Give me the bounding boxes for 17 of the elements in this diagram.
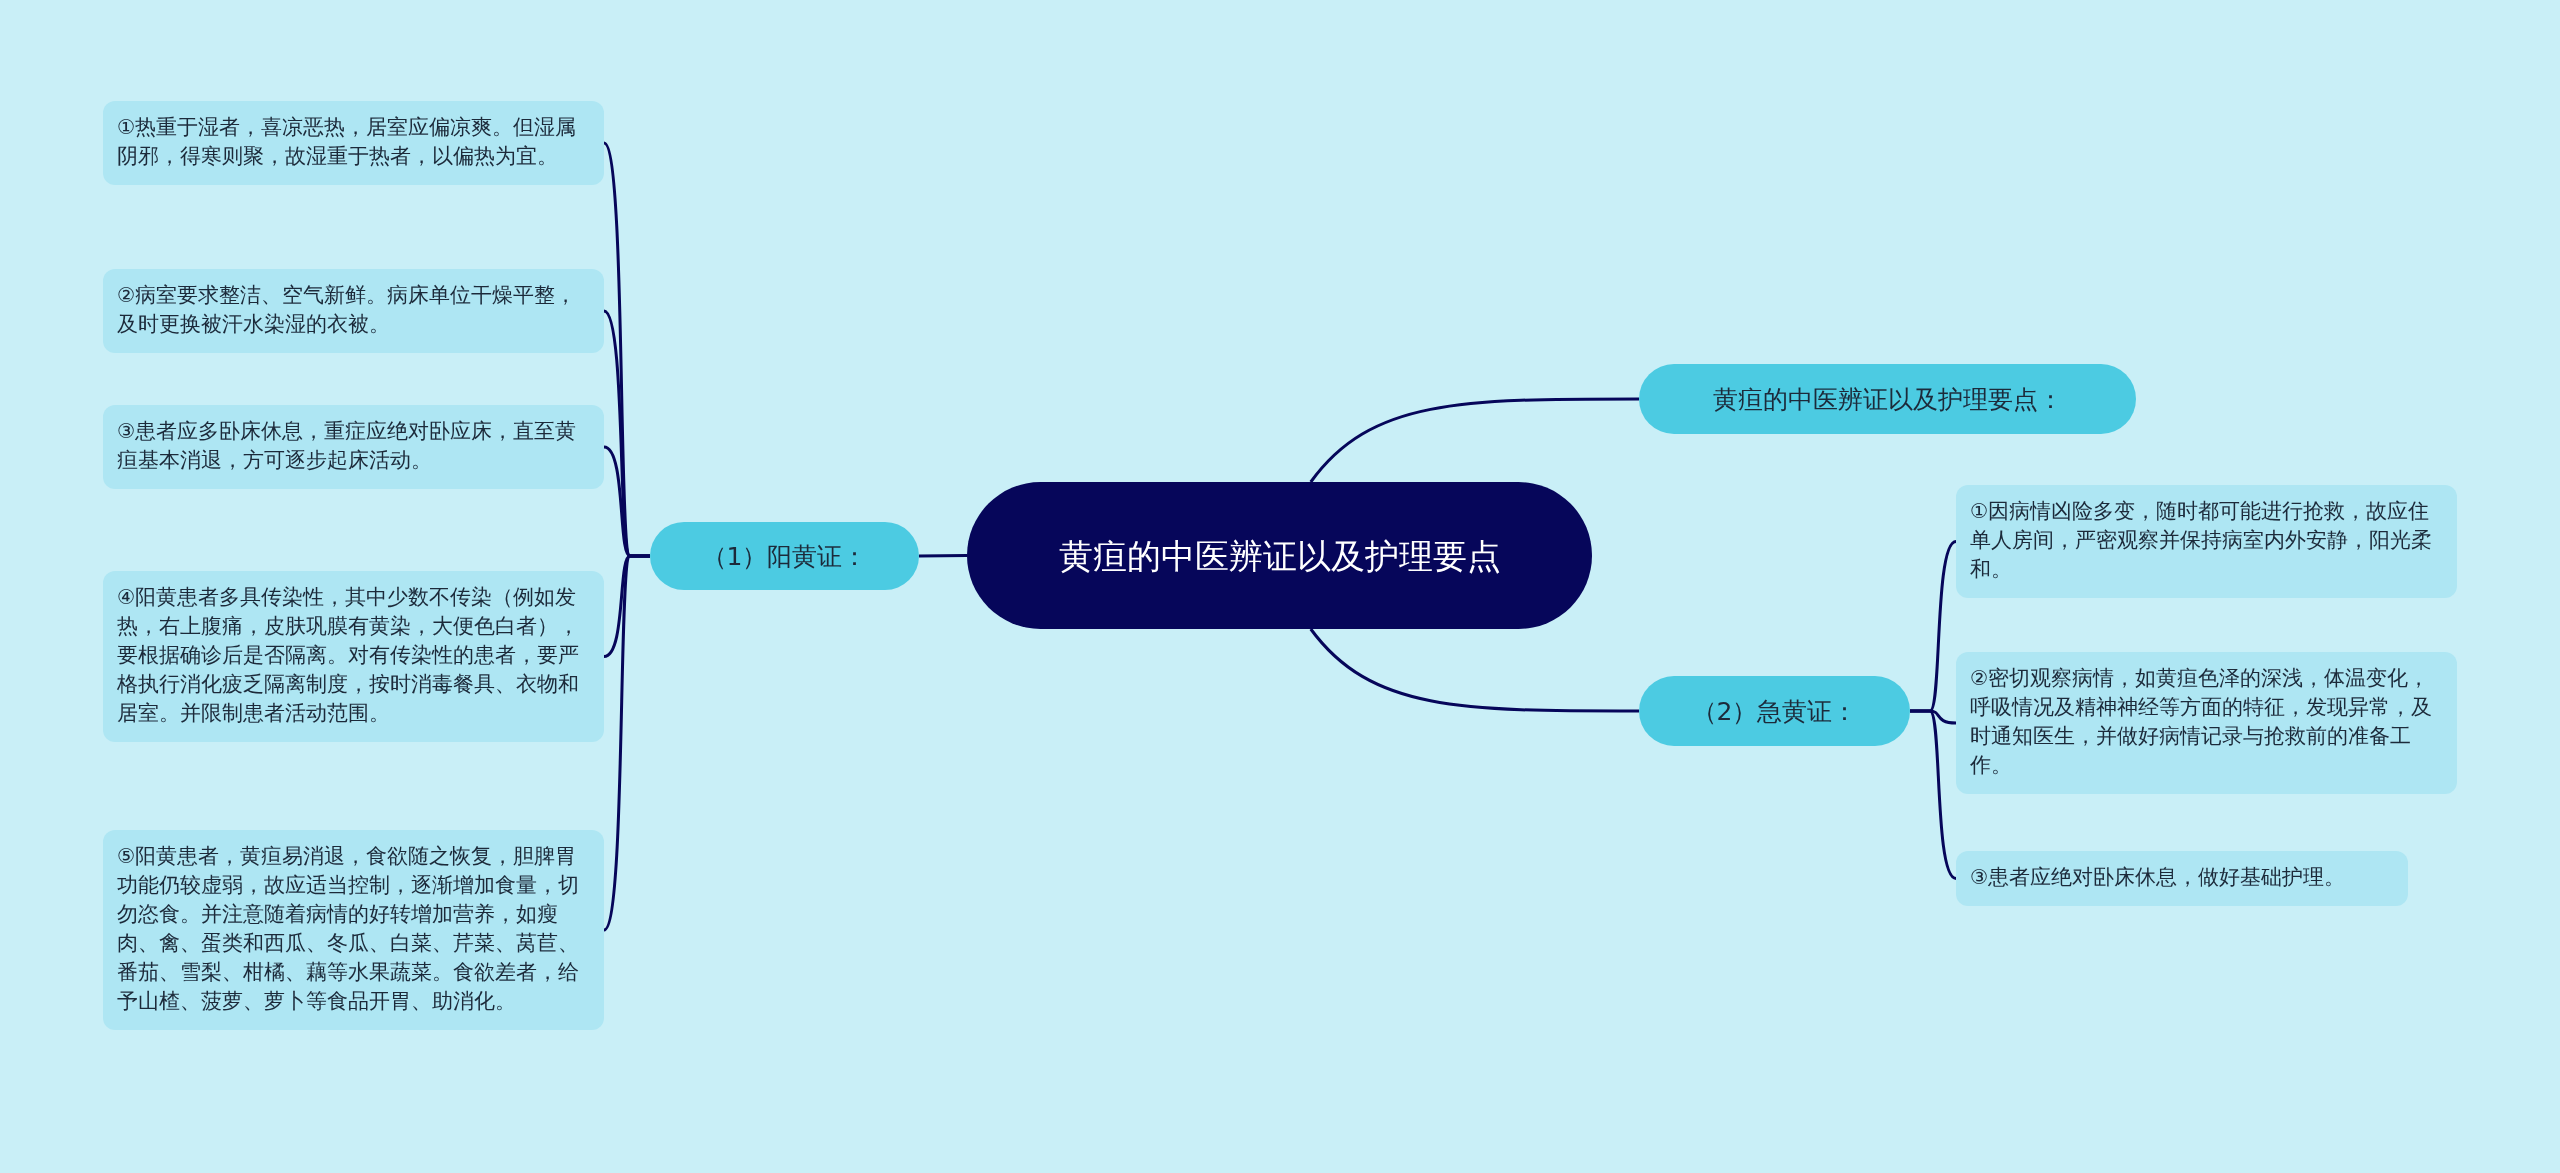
leaf-topic: ④阳黄患者多具传染性，其中少数不传染（例如发热，右上腹痛，皮肤巩膜有黄染，大便色白者），要根据确诊后是否隔离。对有传染性的患者，要严格执行消化疲乏隔离制度，按时消毒餐具、衣物和居室。并限制患者活动范围。 xyxy=(103,571,604,742)
branch-topic: （1）阳黄证： xyxy=(650,522,919,590)
branch-topic: （2）急黄证： xyxy=(1639,676,1910,746)
connector-line xyxy=(1910,709,1957,880)
connector-line xyxy=(919,554,967,558)
branch-topic: 黄疸的中医辨证以及护理要点： xyxy=(1639,364,2136,434)
leaf-topic: ②病室要求整洁、空气新鲜。病床单位干燥平整，及时更换被汗水染湿的衣被。 xyxy=(103,269,604,353)
leaf-topic: ③患者应多卧床休息，重症应绝对卧应床，直至黄疸基本消退，方可逐步起床活动。 xyxy=(103,405,604,489)
leaf-topic: ①因病情凶险多变，随时都可能进行抢救，故应住单人房间，严密观察并保持病室内外安静，阳光柔和。 xyxy=(1956,485,2457,598)
leaf-topic: ③患者应绝对卧床休息，做好基础护理。 xyxy=(1956,851,2408,906)
leaf-topic: ①热重于湿者，喜凉恶热，居室应偏凉爽。但湿属阴邪，得寒则聚，故湿重于热者，以偏热为宜。 xyxy=(103,101,604,185)
connector-line xyxy=(1309,397,1639,483)
leaf-topic: ②密切观察病情，如黄疸色泽的深浅，体温变化，呼吸情况及精神神经等方面的特征，发现异常，及时通知医生，并做好病情记录与抢救前的准备工作。 xyxy=(1956,652,2457,794)
connector-line xyxy=(602,554,650,931)
leaf-topic: ⑤阳黄患者，黄疸易消退，食欲随之恢复，胆脾胃功能仍较虚弱，故应适当控制，逐渐增加食量，切勿恣食。并注意随着病情的好转增加营养，如瘦肉、禽、蛋类和西瓜、冬瓜、白菜、芹菜、莴苣、番茄、雪梨、柑橘、藕等水果蔬菜。食欲差者，给予山楂、菠萝、萝卜等食品开胃、助消化。 xyxy=(103,830,604,1030)
connector-line xyxy=(1309,628,1639,713)
central-topic: 黄疸的中医辨证以及护理要点 xyxy=(967,482,1592,629)
